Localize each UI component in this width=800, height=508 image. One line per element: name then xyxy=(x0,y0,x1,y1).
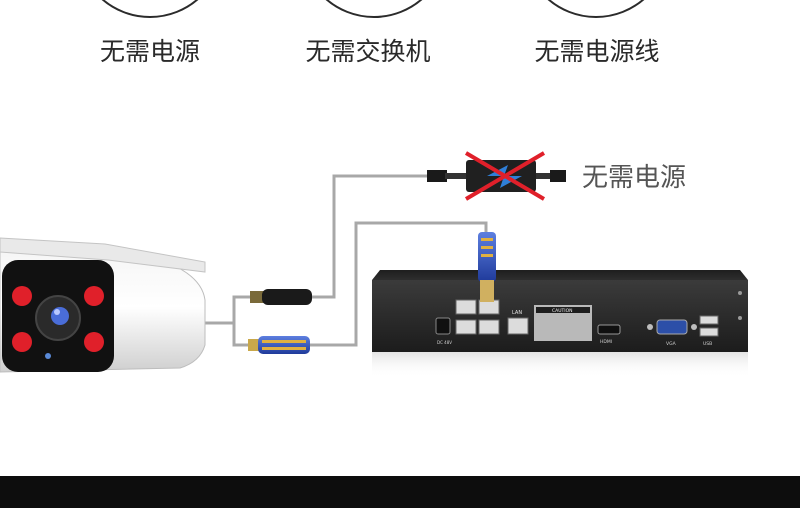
power-adapter-crossed xyxy=(427,151,566,201)
feature-label-no-power-cable: 无需电源线 xyxy=(534,37,660,66)
nvr-rj45-plug xyxy=(478,232,496,302)
nvr-dc-label: DC 48V xyxy=(437,340,452,345)
nvr-hdmi-port xyxy=(597,324,621,335)
annotation-no-power: 无需电源 xyxy=(582,163,687,193)
nvr-vga-label: VGA xyxy=(666,341,677,347)
network-cable xyxy=(310,221,488,347)
nvr-vga-port xyxy=(656,319,688,335)
feature-label-no-switch: 无需交换机 xyxy=(305,37,431,66)
camera-sensor-dot xyxy=(45,353,51,359)
dc-power-connector xyxy=(250,289,312,305)
footer-bar xyxy=(0,476,800,508)
nvr-hdmi-label: HDMI xyxy=(600,339,612,345)
nvr-usb-port xyxy=(699,327,719,337)
nvr-poe-ports xyxy=(455,299,500,335)
bullet-camera xyxy=(0,237,206,373)
poe-connection-diagram: DC 48V LAN CAUTION HDMI VGA USB xyxy=(0,151,748,378)
camera-sunshade xyxy=(0,237,206,273)
camera-lens xyxy=(51,307,69,325)
nvr-recorder: DC 48V LAN CAUTION HDMI VGA USB xyxy=(372,270,748,378)
camera-ir-led xyxy=(12,286,32,306)
camera-split-cable-lower xyxy=(232,323,250,347)
nvr-reflection xyxy=(372,352,748,378)
nvr-top xyxy=(372,270,748,280)
nvr-lan-label: LAN xyxy=(512,310,522,316)
adapter-plug-right xyxy=(550,170,566,182)
nvr-usb-port xyxy=(699,315,719,325)
power-cable xyxy=(312,174,430,299)
nvr-lan-port xyxy=(507,317,529,335)
camera-rj45-connector xyxy=(248,336,310,354)
cable-lines xyxy=(204,174,488,347)
camera-ir-led xyxy=(84,286,104,306)
nvr-usb-label: USB xyxy=(703,341,712,347)
nvr-caution-label: CAUTION xyxy=(552,308,573,314)
cross-line-b xyxy=(464,151,546,201)
camera-ir-led xyxy=(12,332,32,352)
feature-label-no-power: 无需电源 xyxy=(99,37,200,66)
adapter-plug-left xyxy=(427,170,447,182)
camera-ir-led xyxy=(84,332,104,352)
camera-split-cable xyxy=(204,295,256,325)
